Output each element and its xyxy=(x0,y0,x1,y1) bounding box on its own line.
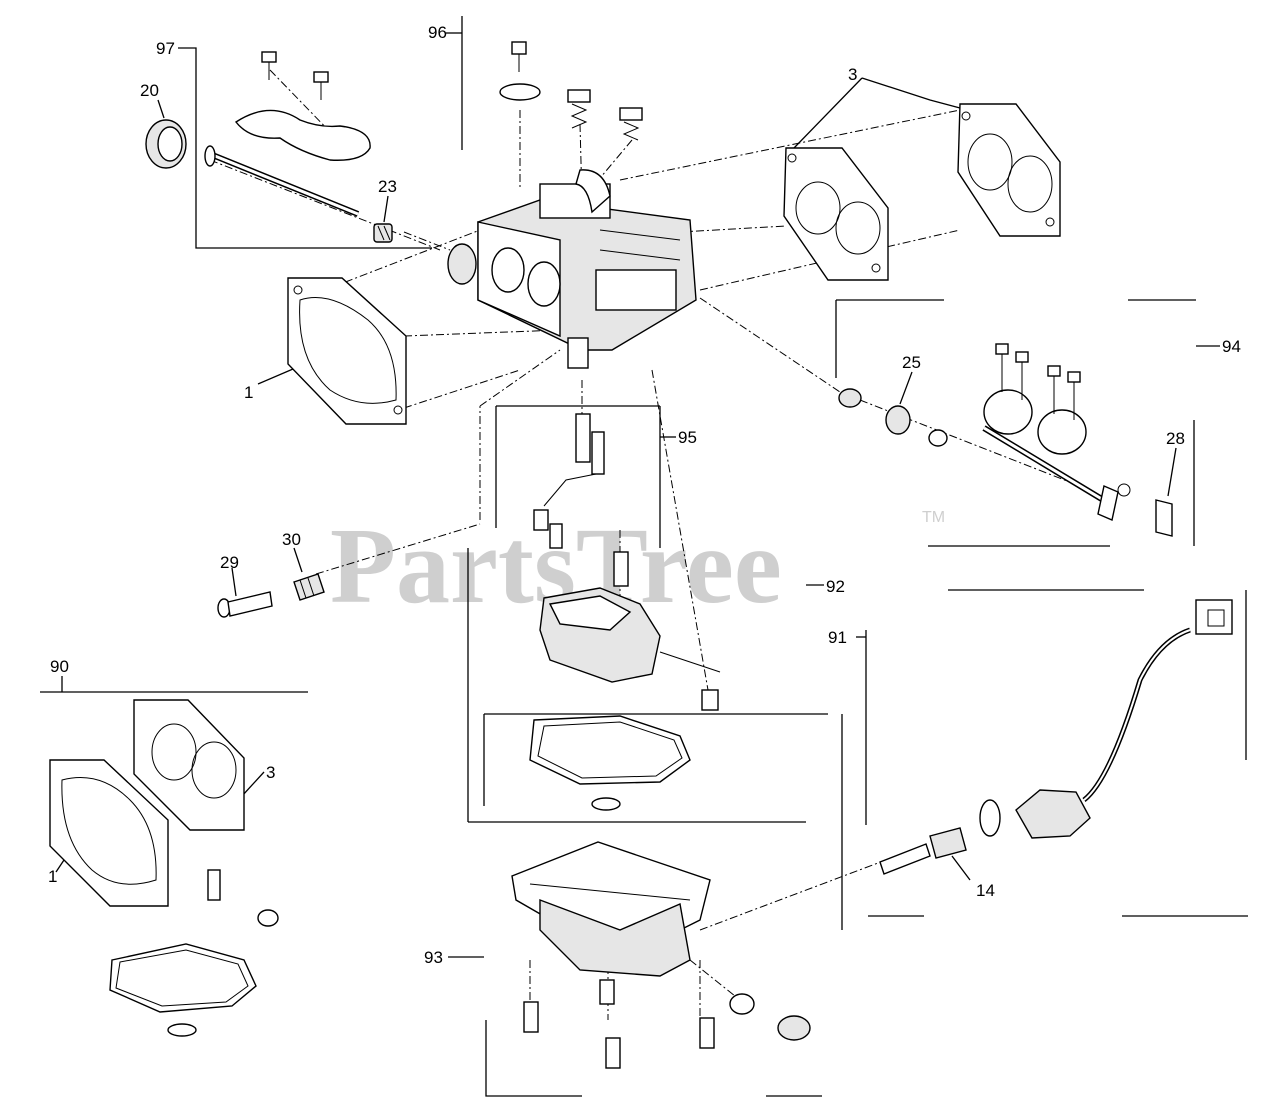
callout-90: 90 xyxy=(50,657,69,676)
part-20-seal xyxy=(145,119,187,169)
watermark-trademark: TM xyxy=(922,509,945,526)
part-90-gasket-kit xyxy=(49,699,279,1037)
part-95-jets xyxy=(533,413,605,549)
part-3-gaskets-top xyxy=(783,103,1061,281)
callout-97: 97 xyxy=(156,39,175,58)
part-94-choke-shaft xyxy=(982,343,1131,521)
callout-30: 30 xyxy=(282,530,301,549)
part-23-spring xyxy=(373,223,393,243)
callout-14: 14 xyxy=(976,881,995,900)
part-92-float xyxy=(539,551,721,711)
callout-92: 92 xyxy=(826,577,845,596)
callout-25: 25 xyxy=(902,353,921,372)
part-29-screw xyxy=(217,591,273,618)
callout-23: 23 xyxy=(378,177,397,196)
callout-94: 94 xyxy=(1222,337,1241,356)
callout-3-top: 3 xyxy=(848,65,857,84)
part-25-spring xyxy=(838,388,948,447)
callout-1-kit: 1 xyxy=(48,867,57,886)
group-brackets xyxy=(40,16,1248,1097)
part-28-bushing xyxy=(1155,499,1173,537)
callout-96: 96 xyxy=(428,23,447,42)
callout-91: 91 xyxy=(828,628,847,647)
part-96-screws xyxy=(499,41,643,141)
part-97-throttle-shaft xyxy=(204,51,371,217)
callout-29: 29 xyxy=(220,553,239,572)
callout-labels: 97 96 20 23 3 1 94 25 28 95 29 30 92 91 … xyxy=(48,23,1241,967)
part-30-spring xyxy=(293,573,325,601)
callout-20: 20 xyxy=(140,81,159,100)
part-93-float-bowl xyxy=(511,841,811,1069)
callout-3-kit: 3 xyxy=(266,763,275,782)
callout-28: 28 xyxy=(1166,429,1185,448)
part-14-solenoid xyxy=(879,599,1233,875)
carburetor-body xyxy=(447,169,697,369)
callout-1-left: 1 xyxy=(244,383,253,402)
part-1-gasket-left xyxy=(287,277,407,425)
callout-93: 93 xyxy=(424,948,443,967)
callout-95: 95 xyxy=(678,428,697,447)
part-bowl-gasket-upper xyxy=(529,715,691,811)
